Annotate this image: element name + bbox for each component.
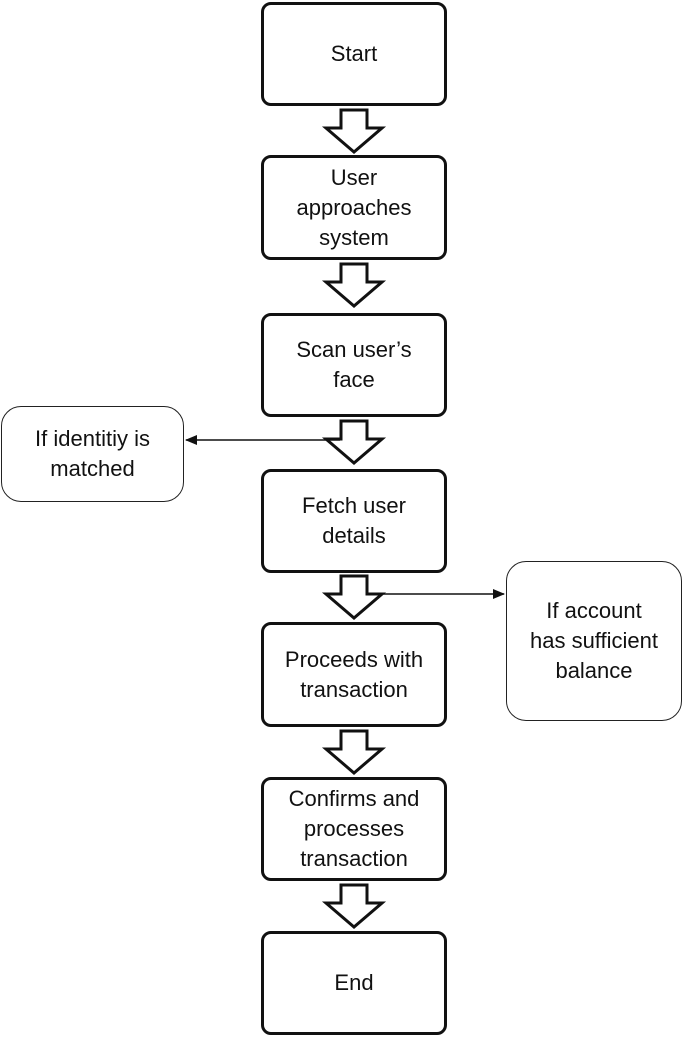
flow-arrow bbox=[321, 419, 387, 465]
flow-arrow bbox=[321, 262, 387, 308]
end-node: End bbox=[261, 931, 447, 1035]
proceed-transaction-label: Proceeds with transaction bbox=[284, 646, 424, 702]
flow-arrow bbox=[321, 729, 387, 775]
scan-face-label: Scan user’s face bbox=[296, 337, 412, 392]
proceed-transaction-step: Proceeds with transaction bbox=[261, 622, 447, 727]
fetch-details-label: Fetch user details bbox=[302, 493, 406, 548]
identity-condition-box: If identitiy is matched bbox=[1, 406, 184, 502]
scan-face-step: Scan user’s face bbox=[261, 313, 447, 417]
flow-arrow bbox=[321, 574, 387, 620]
confirm-process-label: Confirms and processes transaction bbox=[288, 786, 420, 871]
fetch-details-step: Fetch user details bbox=[261, 469, 447, 573]
balance-condition-box: If account has sufficient balance bbox=[506, 561, 682, 721]
start-node: Start bbox=[261, 2, 447, 106]
user-approaches-step: User approaches system bbox=[261, 155, 447, 260]
user-approaches-label: User approaches system bbox=[296, 164, 412, 250]
balance-condition-label: If account has sufficient balance bbox=[529, 598, 658, 683]
flow-arrow bbox=[321, 883, 387, 929]
end-label: End bbox=[334, 970, 374, 995]
start-label: Start bbox=[330, 41, 378, 66]
flow-arrow bbox=[321, 108, 387, 154]
identity-condition-label: If identitiy is matched bbox=[35, 426, 150, 481]
confirm-process-step: Confirms and processes transaction bbox=[261, 777, 447, 881]
